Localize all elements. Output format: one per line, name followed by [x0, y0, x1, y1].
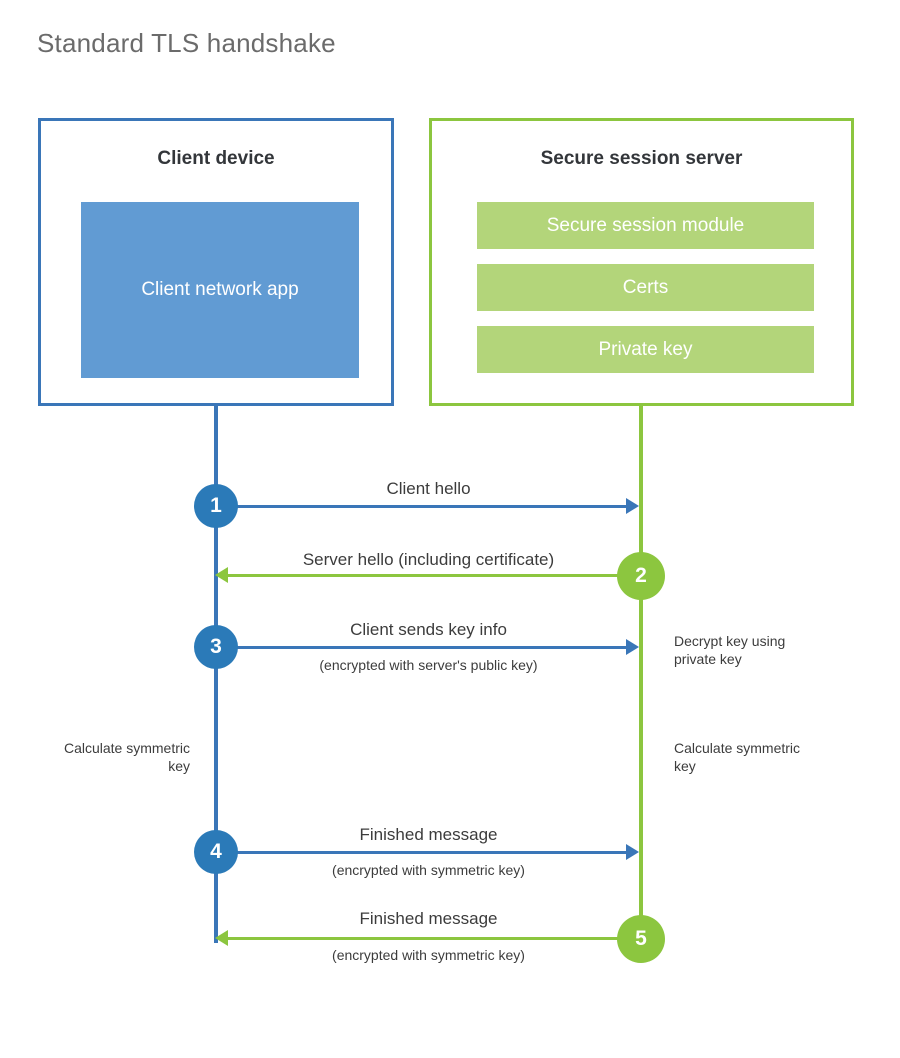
client-lifeline [214, 406, 218, 943]
step-3-arrow-line [216, 646, 626, 649]
step-2-circle[interactable]: 2 [617, 552, 665, 600]
step-5-circle[interactable]: 5 [617, 915, 665, 963]
client-device-title: Client device [157, 148, 275, 169]
step-4-arrow-head-icon [626, 844, 639, 860]
step-1-circle[interactable]: 1 [194, 484, 238, 528]
server-bar-secure-session-module: Secure session module [477, 202, 814, 249]
page-title: Standard TLS handshake [37, 28, 336, 58]
step-4-sub-label: (encrypted with symmetric key) [332, 862, 525, 878]
step-2-arrow-line [228, 574, 628, 577]
server-bar-certs: Certs [477, 264, 814, 311]
step-4-arrow-line [216, 851, 626, 854]
step-1-arrow-head-icon [626, 498, 639, 514]
secure-session-server-box: Secure session server Secure session mod… [429, 118, 854, 406]
step-2-label: Server hello (including certificate) [302, 550, 555, 569]
step-3-label: Client sends key info [350, 620, 507, 639]
step-1-arrow-line [216, 505, 626, 508]
step-5-label: Finished message [359, 909, 498, 928]
secure-session-server-title: Secure session server [540, 148, 743, 169]
step-3-sub-label: (encrypted with server's public key) [319, 657, 538, 673]
step-4-circle[interactable]: 4 [194, 830, 238, 874]
annotation-client-calculate-symmetric-key: Calculate symmetric key [63, 740, 190, 775]
step-5-sub-label: (encrypted with symmetric key) [332, 947, 525, 963]
client-device-box: Client device Client network app [38, 118, 394, 406]
step-5-arrow-head-icon [215, 930, 228, 946]
client-network-app-block: Client network app [81, 202, 359, 378]
server-bar-private-key: Private key [477, 326, 814, 373]
step-2-arrow-head-icon [215, 567, 228, 583]
annotation-decrypt-key: Decrypt key using private key [674, 633, 786, 668]
step-3-arrow-head-icon [626, 639, 639, 655]
step-1-label: Client hello [386, 479, 471, 498]
annotation-server-calculate-symmetric-key: Calculate symmetric key [674, 740, 801, 775]
step-5-arrow-line [228, 937, 628, 940]
step-4-label: Finished message [359, 825, 498, 844]
step-3-circle[interactable]: 3 [194, 625, 238, 669]
server-lifeline [639, 406, 643, 939]
